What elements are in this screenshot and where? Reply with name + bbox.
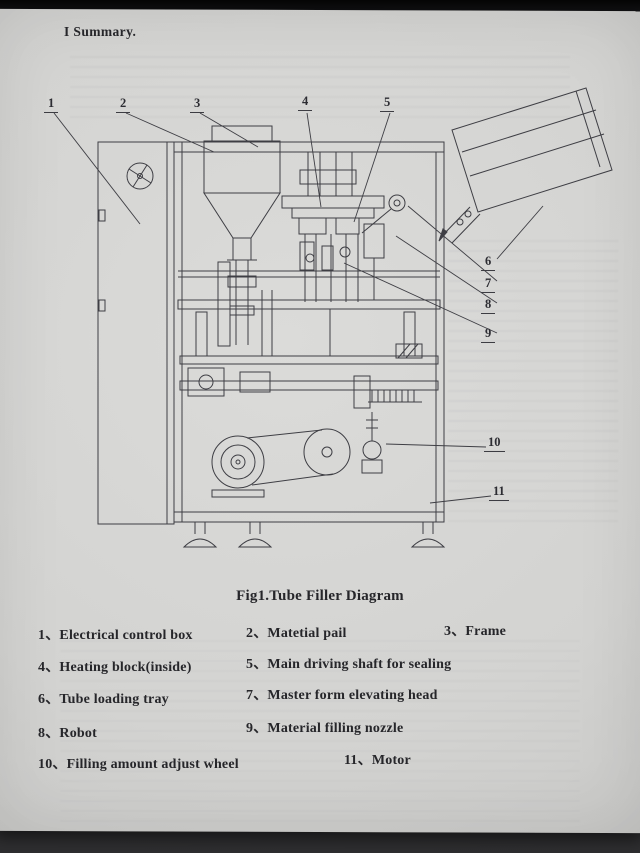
callout-5: 5 (380, 96, 395, 112)
machine-feet-drawing (182, 522, 446, 548)
callout-11: 11 (489, 485, 509, 501)
callout-2: 2 (116, 97, 131, 113)
legend-item-2: 2、Matetial pail (246, 626, 347, 641)
section-title: I Summary. (64, 24, 137, 39)
sealing-mechanism-drawing (261, 152, 406, 356)
callout-1: 1 (44, 97, 59, 113)
legend-item-6: 6、Tube loading tray (38, 692, 169, 707)
ink-bleed-through (448, 240, 618, 530)
legend-item-8: 8、Robot (38, 726, 97, 741)
figure-caption: Fig1.Tube Filler Diagram (236, 588, 404, 604)
legend-item-4: 4、Heating block(inside) (38, 660, 192, 675)
legend-item-7: 7、Master form elevating head (246, 688, 438, 703)
motor-drawing (211, 435, 265, 498)
callout-8: 8 (481, 298, 496, 314)
callout-9: 9 (481, 327, 496, 343)
legend-item-10: 10、Filling amount adjust wheel (38, 757, 239, 772)
callout-4: 4 (298, 95, 313, 111)
legend-item-11: 11、Motor (344, 753, 411, 768)
legend-item-9: 9、Material filling nozzle (246, 721, 404, 736)
legend-item-1: 1、Electrical control box (38, 628, 193, 643)
callout-10: 10 (484, 436, 505, 452)
machine-frame-drawing (173, 141, 445, 523)
tube-loading-tray-drawing (438, 87, 613, 244)
drive-assembly-drawing (187, 367, 422, 409)
ink-bleed-through (60, 640, 580, 825)
frame-rails-drawing (177, 270, 441, 391)
callout-3: 3 (190, 97, 205, 113)
callout-6: 6 (481, 255, 496, 271)
callout-7: 7 (481, 277, 496, 293)
material-pail-drawing (203, 125, 281, 347)
ink-bleed-through (70, 56, 570, 122)
belt-drive-drawing (246, 428, 351, 486)
legend-item-5: 5、Main driving shaft for sealing (246, 657, 452, 672)
electrical-control-box-drawing (97, 141, 175, 525)
adjust-wheel-drawing (361, 412, 383, 474)
legend-item-3: 3、Frame (444, 624, 507, 639)
